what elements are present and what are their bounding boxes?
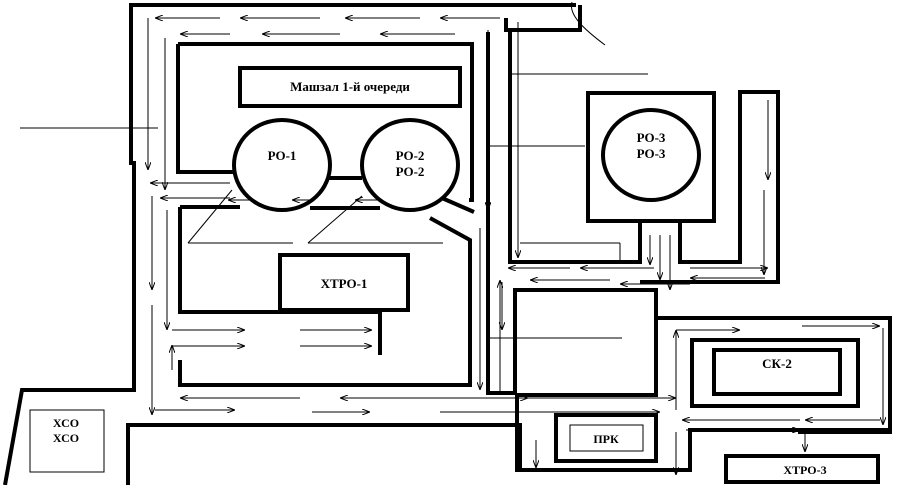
label-hso-a: ХСО xyxy=(53,416,79,430)
queue-box xyxy=(238,66,462,108)
leader-ro2-diag xyxy=(307,195,363,244)
labels: Машзал 1-й очереди РО-1 РО-2 РО-2 РО-3 Р… xyxy=(53,79,827,477)
top-corridor-wall xyxy=(504,5,582,32)
label-ro3-a: РО-3 xyxy=(637,130,666,145)
label-ro1: РО-1 xyxy=(268,148,297,163)
top-right-curve xyxy=(570,1,606,46)
prk-inner-box xyxy=(569,424,644,452)
label-hso-b: ХСО xyxy=(53,431,79,445)
label-queue: Машзал 1-й очереди xyxy=(290,79,410,94)
label-ro2-b: РО-2 xyxy=(396,164,425,179)
ro2-circle xyxy=(360,118,460,212)
right-corridor-wall xyxy=(486,32,658,395)
label-ro2-a: РО-2 xyxy=(396,148,425,163)
ro3-box xyxy=(586,91,716,223)
sk2-inner-box xyxy=(712,348,842,396)
ro3-circle xyxy=(601,108,701,202)
label-htro3: ХТРО-3 xyxy=(783,463,826,477)
route-arrows xyxy=(148,18,883,475)
label-ro3-b: РО-3 xyxy=(637,146,666,161)
sk2-outer-box xyxy=(690,338,860,408)
bottom-left-wall xyxy=(126,423,522,485)
boxes xyxy=(29,66,880,484)
label-htro1: ХТРО-1 xyxy=(321,276,368,291)
label-sk2: СК-2 xyxy=(762,356,792,371)
outer-wall-left xyxy=(3,3,576,485)
reactors xyxy=(232,108,701,212)
building-walls xyxy=(3,1,892,485)
leader-lines xyxy=(20,73,648,339)
label-prk: ПРК xyxy=(593,432,619,446)
htro1-box xyxy=(278,253,410,312)
leader-ro1-diag xyxy=(187,189,233,244)
ro1-circle xyxy=(232,118,332,212)
prk-outer-box xyxy=(554,413,658,463)
htro3-box xyxy=(724,454,880,484)
hso-box xyxy=(29,409,105,473)
lower-block-wall xyxy=(178,205,472,387)
